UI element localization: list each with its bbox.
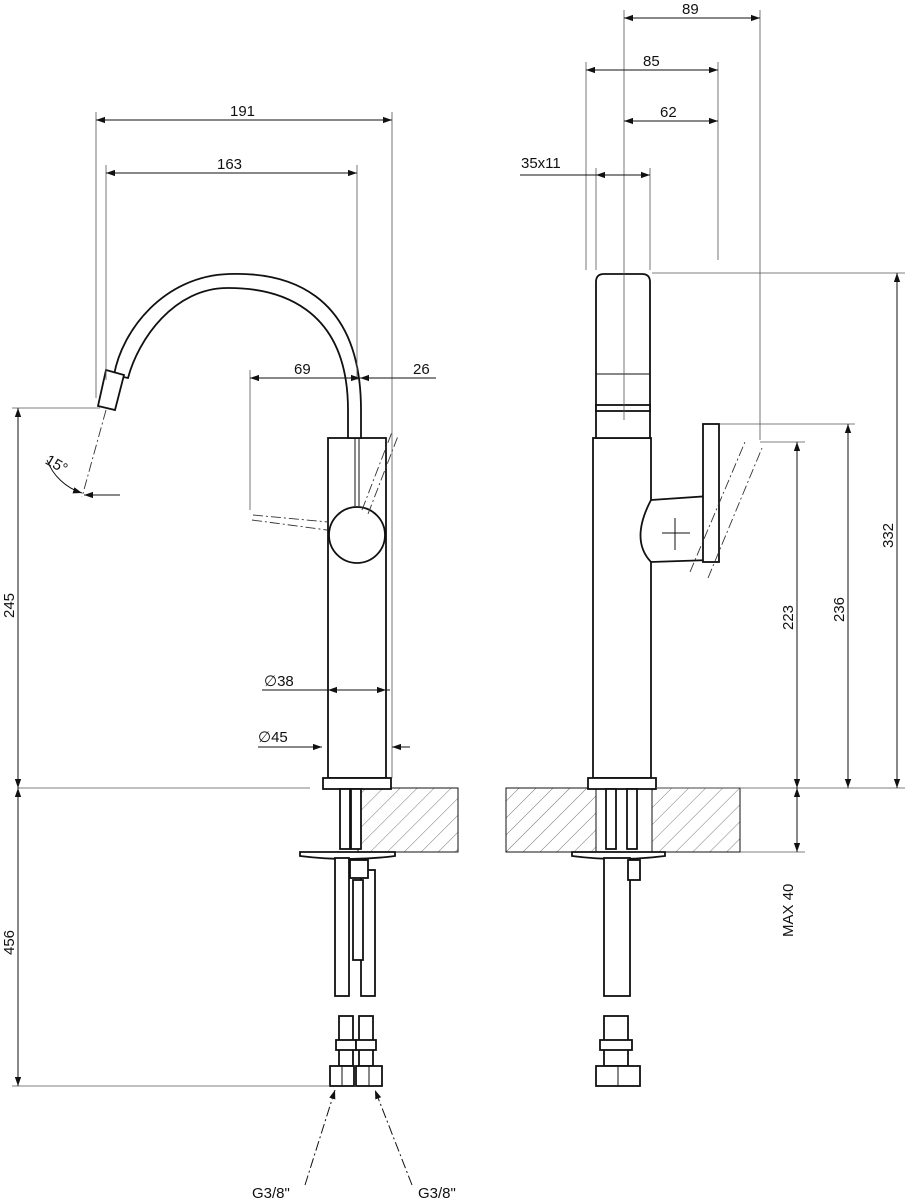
side-view: 89 85 62 35x11 332 236 223 MAX 40 bbox=[505, 1, 905, 1087]
dim-d45-label: ∅45 bbox=[258, 729, 288, 746]
dim-236-label: 236 bbox=[831, 597, 848, 622]
side-tap-body bbox=[592, 437, 652, 779]
connection-left-label: G3/8" bbox=[252, 1185, 290, 1200]
front-countertop bbox=[357, 787, 459, 853]
front-tap-base bbox=[322, 777, 392, 790]
dim-191-label: 191 bbox=[230, 103, 255, 120]
front-lever-knob bbox=[328, 506, 386, 564]
side-countertop-right bbox=[651, 787, 741, 853]
connection-right-label: G3/8" bbox=[418, 1185, 456, 1200]
dim-163-label: 163 bbox=[217, 156, 242, 173]
front-hose-left bbox=[334, 857, 350, 997]
dim-332-label: 332 bbox=[880, 523, 897, 548]
side-countertop-left bbox=[505, 787, 597, 853]
side-lever-plate bbox=[702, 423, 720, 563]
dim-max40-label: MAX 40 bbox=[780, 884, 797, 937]
dim-223-label: 223 bbox=[780, 605, 797, 630]
front-mounting-plate bbox=[299, 851, 396, 860]
dim-89-label: 89 bbox=[682, 1, 699, 18]
dim-d38-label: ∅38 bbox=[264, 673, 294, 690]
front-spout bbox=[112, 272, 362, 439]
dim-62-label: 62 bbox=[660, 104, 677, 121]
side-tap-base bbox=[587, 777, 657, 790]
side-spout-head bbox=[595, 273, 651, 439]
dim-26-label: 26 bbox=[413, 361, 430, 378]
front-view: 15° G3/8" G3/8" 191 163 bbox=[1, 103, 459, 1200]
dim-69-label: 69 bbox=[294, 361, 311, 378]
dim-245-label: 245 bbox=[1, 593, 18, 618]
dim-85-label: 85 bbox=[643, 53, 660, 70]
front-spout-outlet bbox=[96, 368, 126, 412]
dim-35x11-label: 35x11 bbox=[521, 155, 561, 172]
spout-angle-label: 15° bbox=[42, 452, 70, 478]
side-hose bbox=[603, 857, 631, 997]
dim-456-label: 456 bbox=[1, 930, 18, 955]
